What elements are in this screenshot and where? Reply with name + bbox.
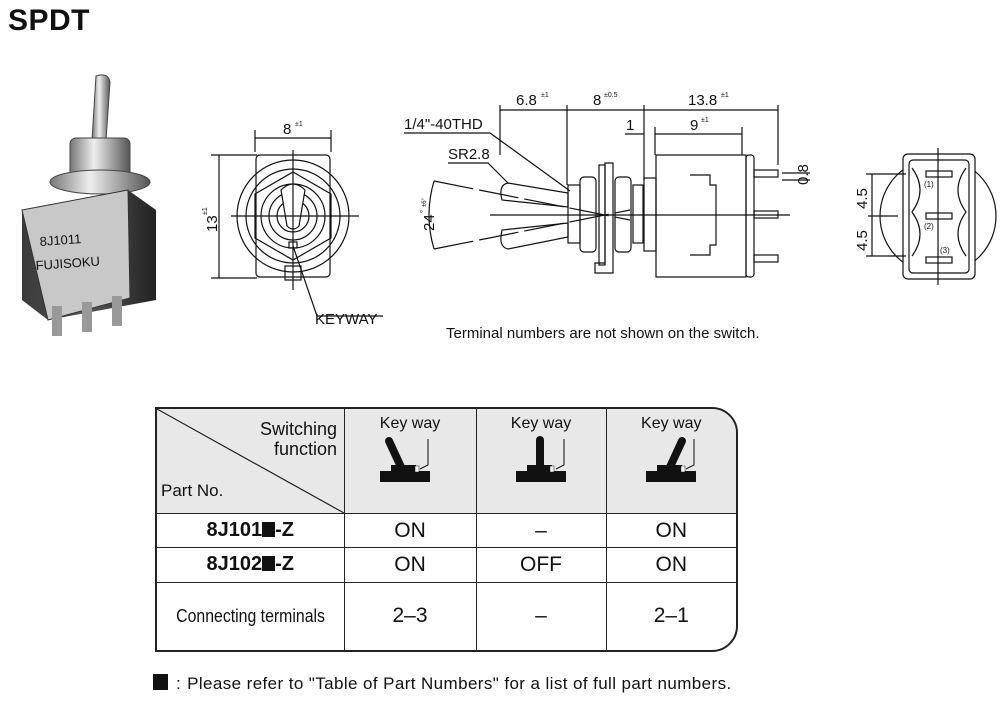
switching-label-1: Switching bbox=[259, 419, 337, 439]
toggle-center-icon bbox=[516, 436, 566, 482]
footnote-text: Please refer to "Table of Part Numbers" … bbox=[187, 674, 732, 693]
toggle-left-icon bbox=[380, 437, 430, 482]
terminals-label-cell: Connecting terminals bbox=[157, 581, 345, 650]
part-number-cell: 8J101 -Z bbox=[157, 512, 345, 549]
column-keyway-center: Key way bbox=[475, 409, 607, 514]
terminal-cell: 2–1 bbox=[605, 581, 736, 650]
toggle-right-icon bbox=[646, 437, 697, 482]
placeholder-square-icon bbox=[153, 674, 168, 690]
dim-bushing: 8 bbox=[593, 92, 601, 109]
value-cell: ON bbox=[343, 512, 477, 549]
footnote: : Please refer to "Table of Part Numbers"… bbox=[153, 672, 738, 696]
angle-value: 24 bbox=[421, 214, 438, 231]
part-no-label: Part No. bbox=[161, 481, 224, 500]
placeholder-square-icon bbox=[262, 556, 276, 572]
photo-print-line2: FUJISOKU bbox=[35, 254, 100, 273]
column-keyway-right: Key way bbox=[605, 409, 736, 514]
value-cell: ON bbox=[605, 512, 736, 549]
part-suffix: -Z bbox=[275, 519, 294, 542]
table-row-terminals: Connecting terminals 2–3 – 2–1 bbox=[157, 581, 736, 650]
keyway-header: Key way bbox=[510, 415, 572, 432]
terminal-3-label: (3) bbox=[940, 246, 950, 255]
dim-pin: 0.8 bbox=[795, 164, 810, 185]
terminal-2-label: (2) bbox=[924, 222, 934, 231]
part-prefix: 8J101 bbox=[206, 519, 263, 542]
part-number-cell: 8J102 -Z bbox=[157, 547, 345, 583]
side-view-drawing: 6.8 ±1 8 ±0.5 13.8 ±1 1 9 ±1 0.8 1/4"-40… bbox=[404, 92, 810, 278]
value-cell: – bbox=[475, 512, 607, 549]
page-title: SPDT bbox=[8, 4, 91, 37]
terminal-pitch-1: 4.5 bbox=[854, 188, 871, 209]
keyway-header: Key way bbox=[641, 415, 702, 432]
radius-label: SR2.8 bbox=[448, 146, 490, 163]
dim-lever-tol: ±1 bbox=[541, 92, 549, 99]
angle-tol: ±6° bbox=[422, 197, 428, 207]
part-prefix: 8J102 bbox=[206, 553, 263, 576]
value-cell: OFF bbox=[475, 547, 607, 583]
terminals-label: Connecting terminals bbox=[175, 606, 325, 627]
part-suffix: -Z bbox=[275, 553, 294, 576]
photo-print-line1: 8J1011 bbox=[39, 231, 82, 249]
placeholder-square-icon bbox=[262, 522, 276, 538]
switch-photo: 8J1011 FUJISOKU bbox=[21, 74, 156, 336]
terminal-cell: 2–3 bbox=[343, 581, 477, 650]
keyway-label: KEYWAY bbox=[315, 311, 378, 328]
front-height-tol: ±1 bbox=[202, 207, 209, 215]
front-width-dim: 8 bbox=[283, 121, 291, 138]
front-view-drawing: 8 ±1 13 ±1 KEYWAY bbox=[202, 121, 383, 328]
value-cell: ON bbox=[605, 547, 736, 583]
dim-case: 9 bbox=[690, 117, 698, 134]
keyway-header: Key way bbox=[379, 415, 441, 432]
table-row: 8J102 -Z ON OFF ON bbox=[157, 547, 736, 583]
terminal-note: Terminal numbers are not shown on the sw… bbox=[446, 325, 760, 342]
footnote-colon: : bbox=[176, 674, 182, 693]
terminal-pitch-2: 4.5 bbox=[854, 230, 871, 251]
thread-label: 1/4"-40THD bbox=[404, 116, 483, 133]
table-row: 8J101 -Z ON – ON bbox=[157, 512, 736, 549]
dim-case-tol: ±1 bbox=[701, 117, 709, 124]
value-cell: ON bbox=[343, 547, 477, 583]
column-keyway-left: Key way bbox=[343, 409, 477, 514]
dim-body-tol: ±1 bbox=[721, 92, 729, 99]
dim-body: 13.8 bbox=[688, 92, 717, 109]
front-height-dim: 13 bbox=[204, 215, 221, 232]
angle-unit: ° bbox=[419, 210, 428, 213]
dim-bushing-tol: ±0.5 bbox=[604, 92, 618, 99]
dim-gap: 1 bbox=[626, 117, 634, 134]
terminal-1-label: (1) bbox=[924, 180, 934, 189]
terminal-view-drawing: 4.5 4.5 (1) (2) (3) bbox=[854, 148, 997, 285]
front-width-tol: ±1 bbox=[295, 121, 303, 128]
terminal-cell: – bbox=[475, 581, 607, 650]
switching-label-2: function bbox=[273, 439, 337, 459]
dim-lever: 6.8 bbox=[516, 92, 537, 109]
